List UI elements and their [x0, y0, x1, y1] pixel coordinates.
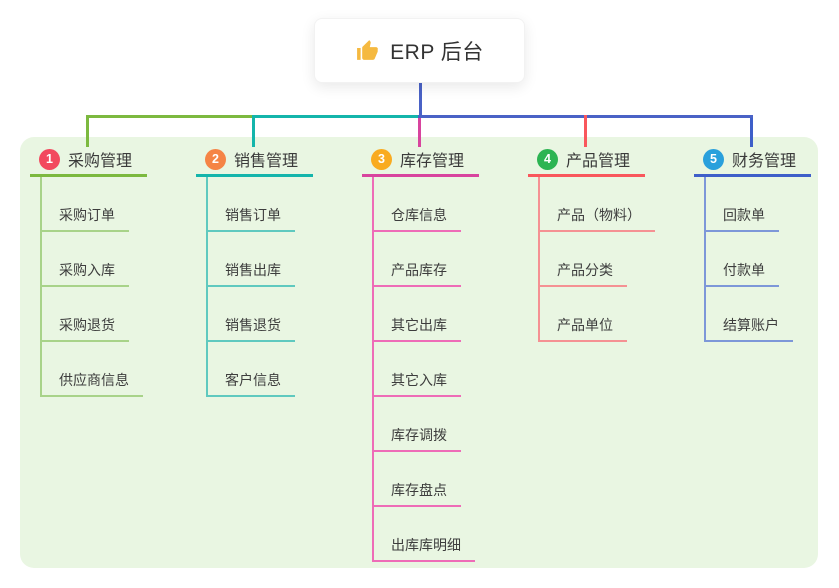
branch-children: 产品（物料） 产品分类产品单位: [538, 177, 655, 342]
branch-drop-line: [252, 118, 255, 147]
child-label: 销售出库: [225, 262, 281, 278]
child-node[interactable]: 其它出库: [374, 287, 461, 342]
child-node[interactable]: 回款单: [706, 177, 779, 232]
thumbs-up-icon: [357, 40, 379, 60]
bus-segment-green: [86, 115, 254, 118]
child-node[interactable]: 销售退货: [208, 287, 295, 342]
branch-node: 2 销售管理 销售订单销售出库销售退货客户信息: [196, 147, 366, 397]
branch-number-badge: 2: [205, 148, 226, 170]
branch-children: 回款单付款单结算账户: [704, 177, 793, 342]
child-node[interactable]: 产品（物料）: [540, 177, 655, 232]
bus-segment-teal: [252, 115, 420, 118]
branch-node: 3 库存管理 仓库信息产品库存其它出库其它入库库存调拨库存盘点出库库明细: [362, 147, 532, 562]
child-label: 销售订单: [225, 207, 281, 223]
child-label: 客户信息: [225, 372, 281, 388]
branch-node: 4 产品管理 产品（物料） 产品分类产品单位: [528, 147, 698, 342]
branch-label: 采购管理: [68, 153, 133, 170]
child-label: 采购订单: [59, 207, 115, 223]
child-node[interactable]: 出库库明细: [374, 507, 475, 562]
branch-label: 销售管理: [234, 153, 299, 170]
child-node[interactable]: 库存调拨: [374, 397, 461, 452]
child-label: 结算账户: [723, 317, 779, 333]
branch-drop-line: [86, 118, 89, 147]
branch-number-badge: 5: [703, 148, 724, 170]
child-label: 销售退货: [225, 317, 281, 333]
branch-node: 1 采购管理 采购订单采购入库采购退货供应商信息: [30, 147, 200, 397]
bus-joint-red: [584, 115, 587, 118]
branch-label: 库存管理: [400, 153, 465, 170]
child-node[interactable]: 结算账户: [706, 287, 793, 342]
child-label: 库存调拨: [391, 427, 447, 443]
child-label: 供应商信息: [59, 372, 129, 388]
branch-drop-line: [418, 118, 421, 147]
branch-title[interactable]: 2 销售管理: [196, 147, 313, 177]
branch-children: 仓库信息产品库存其它出库其它入库库存调拨库存盘点出库库明细: [372, 177, 475, 562]
child-node[interactable]: 销售出库: [208, 232, 295, 287]
branch-children: 销售订单销售出库销售退货客户信息: [206, 177, 295, 397]
child-label: 付款单: [723, 262, 765, 278]
branch-drop-line: [584, 118, 587, 147]
branch-title[interactable]: 3 库存管理: [362, 147, 479, 177]
child-label: 其它出库: [391, 317, 447, 333]
branch-title[interactable]: 1 采购管理: [30, 147, 147, 177]
child-node[interactable]: 销售订单: [208, 177, 295, 232]
root-connector-line: [419, 83, 422, 115]
child-node[interactable]: 产品单位: [540, 287, 627, 342]
mindmap-panel: [20, 137, 818, 568]
branch-number-badge: 4: [537, 148, 558, 170]
child-node[interactable]: 库存盘点: [374, 452, 461, 507]
branch-number-badge: 1: [39, 148, 60, 170]
child-label: 回款单: [723, 207, 765, 223]
child-node[interactable]: 其它入库: [374, 342, 461, 397]
child-label: 采购退货: [59, 317, 115, 333]
root-title: ERP 后台: [390, 40, 484, 64]
branch-title[interactable]: 5 财务管理: [694, 147, 811, 177]
branch-number-badge: 3: [371, 148, 392, 170]
child-label: 库存盘点: [391, 482, 447, 498]
child-label: 出库库明细: [391, 537, 461, 553]
child-node[interactable]: 客户信息: [208, 342, 295, 397]
branch-children: 采购订单采购入库采购退货供应商信息: [40, 177, 143, 397]
branch-title[interactable]: 4 产品管理: [528, 147, 645, 177]
branch-drop-line: [750, 118, 753, 147]
child-node[interactable]: 采购退货: [42, 287, 129, 342]
child-label: 采购入库: [59, 262, 115, 278]
child-node[interactable]: 供应商信息: [42, 342, 143, 397]
child-label: 产品（物料）: [557, 207, 641, 223]
child-node[interactable]: 产品库存: [374, 232, 461, 287]
child-label: 其它入库: [391, 372, 447, 388]
branch-label: 财务管理: [732, 153, 797, 170]
child-node[interactable]: 付款单: [706, 232, 779, 287]
child-label: 产品分类: [557, 262, 613, 278]
root-node[interactable]: ERP 后台: [314, 18, 525, 83]
branch-label: 产品管理: [566, 153, 631, 170]
child-node[interactable]: 采购订单: [42, 177, 129, 232]
child-node[interactable]: 产品分类: [540, 232, 627, 287]
child-node[interactable]: 采购入库: [42, 232, 129, 287]
branch-node: 5 财务管理 回款单付款单结算账户: [694, 147, 839, 342]
child-node[interactable]: 仓库信息: [374, 177, 461, 232]
child-label: 产品单位: [557, 317, 613, 333]
child-label: 仓库信息: [391, 207, 447, 223]
child-label: 产品库存: [391, 262, 447, 278]
